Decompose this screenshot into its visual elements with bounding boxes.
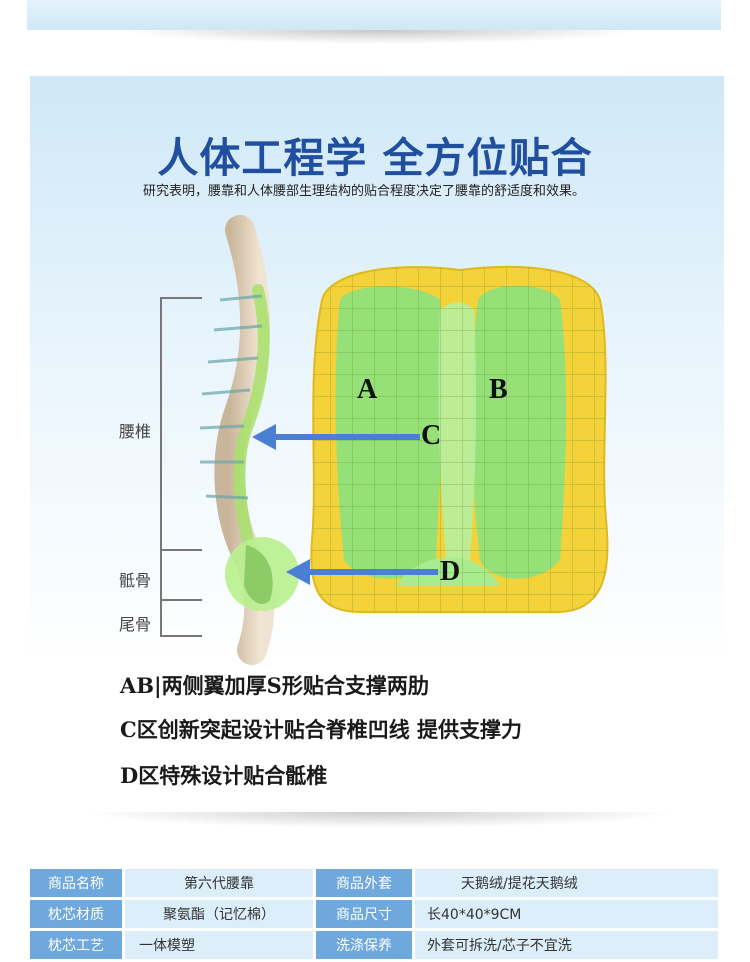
table-row: 商品名称 第六代腰靠 商品外套 天鹅绒/提花天鹅绒: [30, 869, 718, 897]
zone-c-label: C: [421, 420, 442, 451]
spec-value: 一体模塑: [125, 931, 313, 959]
spec-key: 枕芯材质: [30, 900, 122, 928]
sacrum-label: 骶骨: [119, 571, 152, 590]
anatomy-bracket: [160, 297, 162, 637]
spec-key: 洗涤保养: [316, 931, 412, 959]
spec-value: 长40*40*9CM: [415, 900, 718, 928]
spec-key: 商品名称: [30, 869, 122, 897]
arrow-d-icon: [286, 559, 438, 585]
spine-graphic: [199, 215, 299, 665]
bracket-tick: [160, 635, 202, 637]
zone-b-label: B: [489, 374, 508, 405]
zone-d-label: D: [440, 556, 461, 587]
table-row: 枕芯材质 聚氨酯（记忆棉） 商品尺寸 长40*40*9CM: [30, 900, 718, 928]
spec-value: 第六代腰靠: [125, 869, 313, 897]
coccyx-label: 尾骨: [119, 615, 152, 634]
headline: 人体工程学 全方位贴合: [157, 134, 593, 182]
spec-key: 商品尺寸: [316, 900, 412, 928]
arrow-c-icon: [252, 424, 420, 450]
bracket-tick: [160, 549, 202, 551]
subline: 研究表明，腰靠和人体腰部生理结构的贴合程度决定了腰靠的舒适度和效果。: [142, 184, 585, 199]
feature-d: D区特殊设计贴合骶椎: [120, 763, 328, 788]
bracket-tick: [160, 297, 202, 299]
zone-a-label: A: [357, 374, 378, 405]
table-row: 枕芯工艺 一体模塑 洗涤保养 外套可拆洗/芯子不宜洗: [30, 931, 718, 959]
bracket-tick: [160, 599, 202, 601]
spec-value: 聚氨酯（记忆棉）: [125, 900, 313, 928]
spec-table: 商品名称 第六代腰靠 商品外套 天鹅绒/提花天鹅绒 枕芯材质 聚氨酯（记忆棉） …: [27, 866, 721, 962]
lumbar-label: 腰椎: [119, 422, 152, 441]
spec-key: 商品外套: [316, 869, 412, 897]
cushion-graphic: [310, 265, 609, 613]
previous-section-strip: [27, 0, 721, 30]
section-shadow: [120, 30, 640, 44]
spec-key: 枕芯工艺: [30, 931, 122, 959]
spec-value: 天鹅绒/提花天鹅绒: [415, 869, 718, 897]
feature-c: C区创新突起设计贴合脊椎凹线 提供支撑力: [120, 717, 523, 742]
spec-value: 外套可拆洗/芯子不宜洗: [415, 931, 718, 959]
feature-ab: AB|两侧翼加厚S形贴合支撑两肋: [120, 673, 429, 698]
panel-shadow: [80, 812, 680, 828]
